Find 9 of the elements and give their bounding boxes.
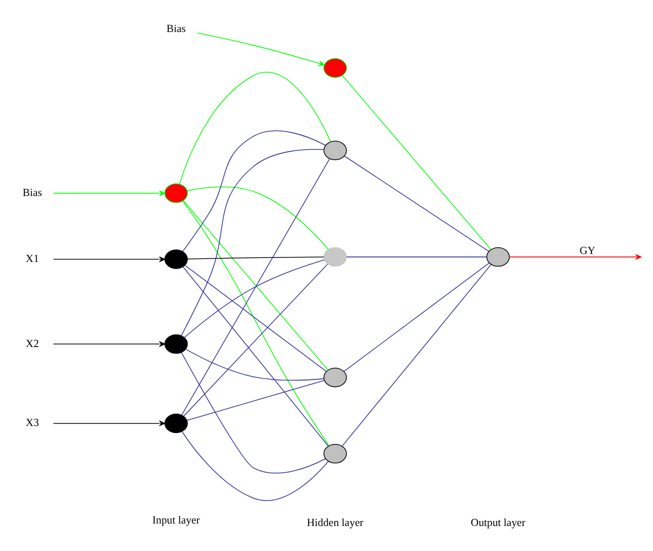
node-text: X2: [26, 337, 39, 350]
node-text: Bias: [22, 186, 42, 199]
node-text: X3: [26, 416, 39, 429]
label: Output layer: [470, 516, 526, 528]
label: Input layer: [152, 514, 200, 526]
node-text: X1: [26, 252, 39, 265]
label: Hidden layer: [306, 516, 364, 528]
edge-label: GY: [580, 244, 596, 256]
node-text: Bias: [166, 22, 186, 34]
